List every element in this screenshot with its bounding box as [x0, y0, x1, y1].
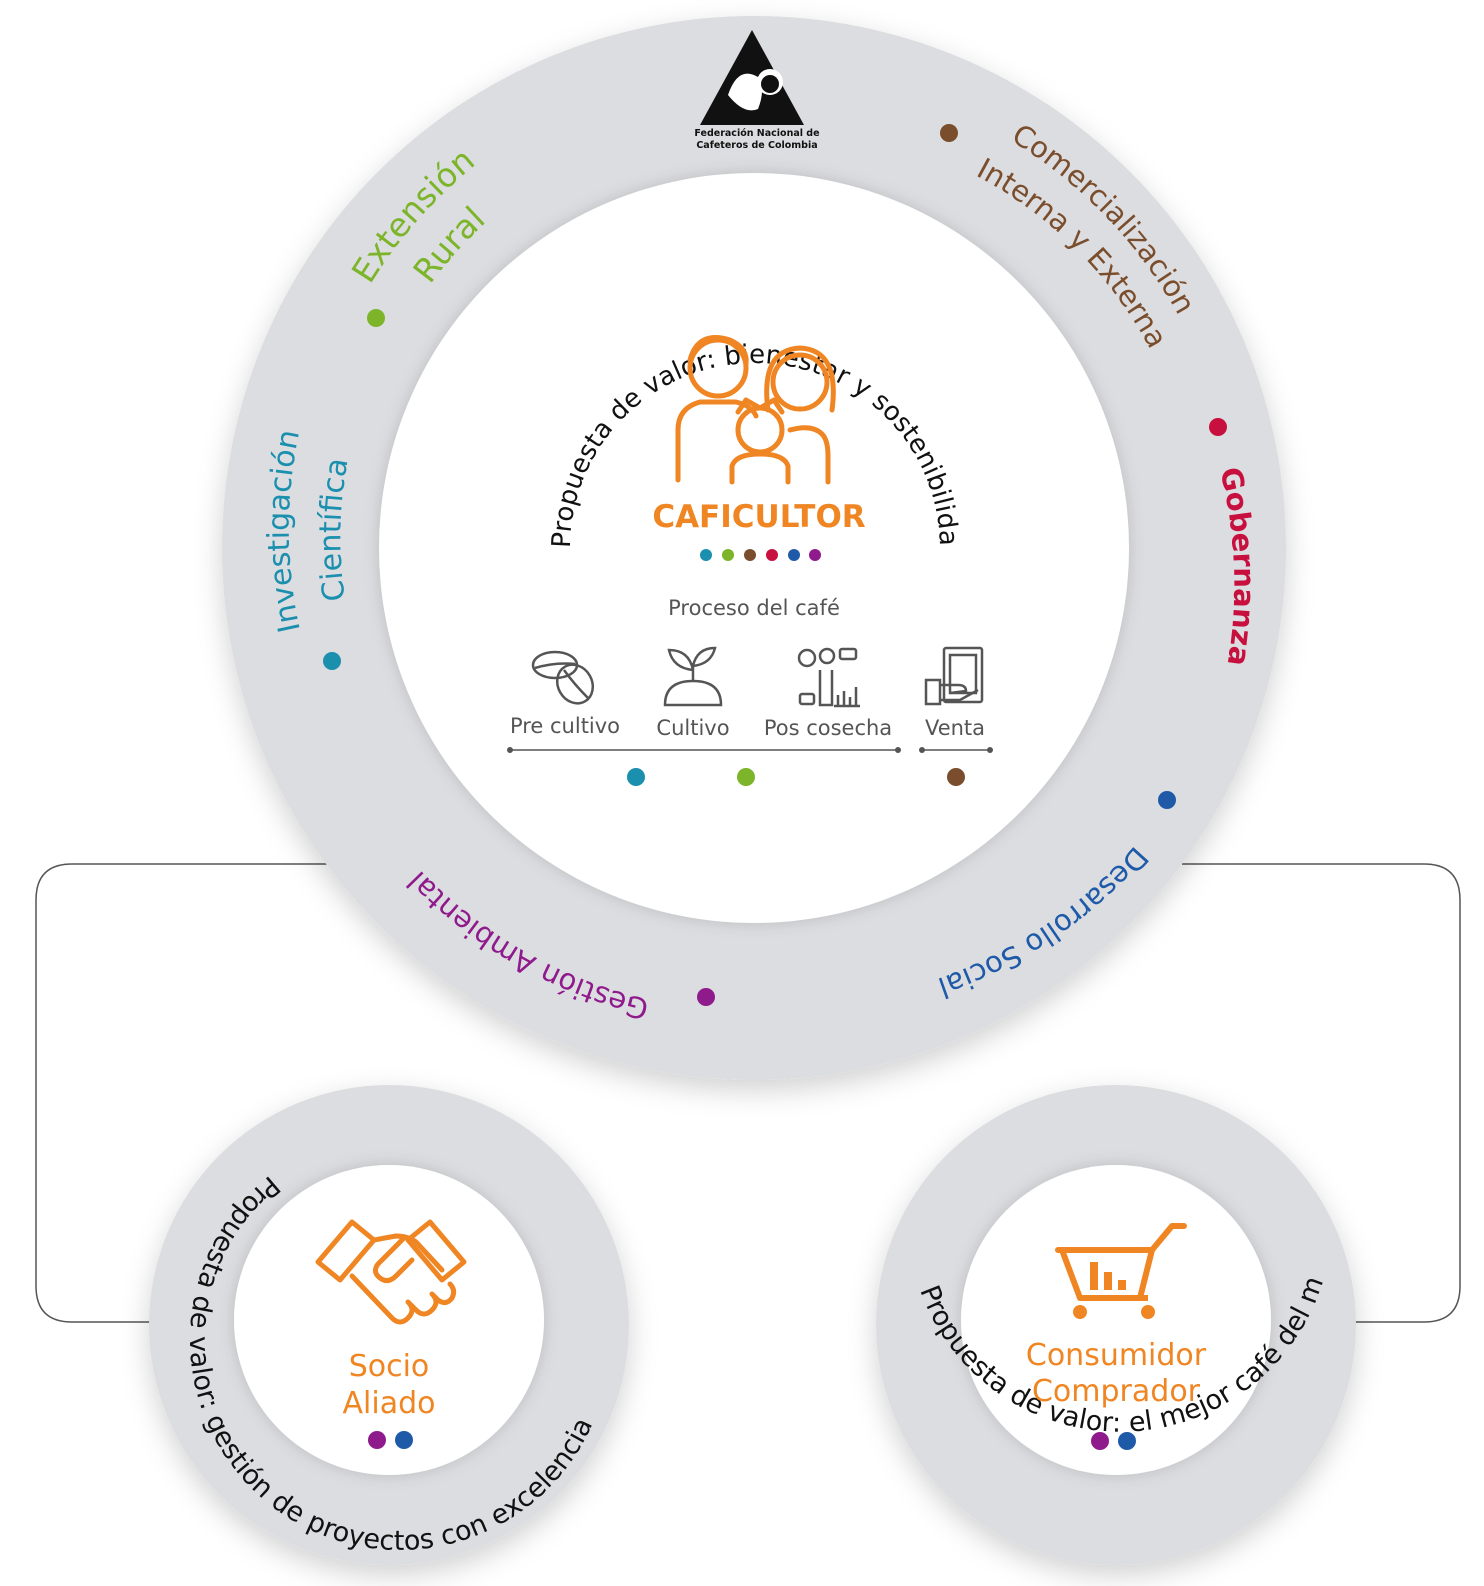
dot-red [1209, 418, 1227, 436]
process-dot-green [737, 768, 755, 786]
money-hand-icon [924, 646, 984, 706]
fnc-logo: Federación Nacional de Cafeteros de Colo… [694, 30, 820, 151]
coffee-beans-icon [531, 650, 595, 705]
family-icon [675, 335, 836, 485]
socio-line-1: Socio [349, 1349, 430, 1384]
socio-dot-blue [395, 1431, 413, 1449]
pillar-investigacion-line2: Científica [313, 455, 355, 603]
dot-purple [697, 988, 715, 1006]
process-title: Proceso del café [668, 596, 840, 620]
dot-blue [1158, 791, 1176, 809]
socio-inner-circle [234, 1165, 544, 1475]
process-dot-teal [627, 768, 645, 786]
socio-line-2: Aliado [343, 1386, 436, 1421]
logo-line-1: Federación Nacional de [694, 128, 819, 139]
main-inner-circle [379, 173, 1129, 923]
step-label-pre-cultivo: Pre cultivo [510, 714, 620, 738]
dot-green [367, 309, 385, 327]
handshake-icon [315, 1219, 467, 1325]
process-timeline [507, 747, 993, 753]
connector-right [1182, 863, 1461, 1323]
consumidor-line-1: Consumidor [1026, 1338, 1207, 1373]
consumidor-line-2: Comprador [1032, 1374, 1201, 1409]
socio-dot-purple [368, 1431, 386, 1449]
center-title: CAFICULTOR [652, 499, 865, 535]
consumidor-inner-circle [961, 1165, 1271, 1475]
dot-teal [323, 652, 341, 670]
analytics-icon [797, 647, 860, 708]
center-color-dots [700, 549, 821, 561]
step-label-pos-cosecha: Pos cosecha [764, 716, 892, 740]
step-label-cultivo: Cultivo [656, 716, 729, 740]
step-label-venta: Venta [925, 716, 985, 740]
dot-brown [940, 124, 958, 142]
consumidor-dot-purple [1091, 1432, 1109, 1450]
logo-line-2: Cafeteros de Colombia [696, 140, 817, 151]
consumidor-dot-blue [1118, 1432, 1136, 1450]
process-dot-brown [947, 768, 965, 786]
sprout-icon [663, 646, 723, 707]
shopping-cart-icon [1055, 1223, 1187, 1319]
connector-left [35, 863, 328, 1323]
